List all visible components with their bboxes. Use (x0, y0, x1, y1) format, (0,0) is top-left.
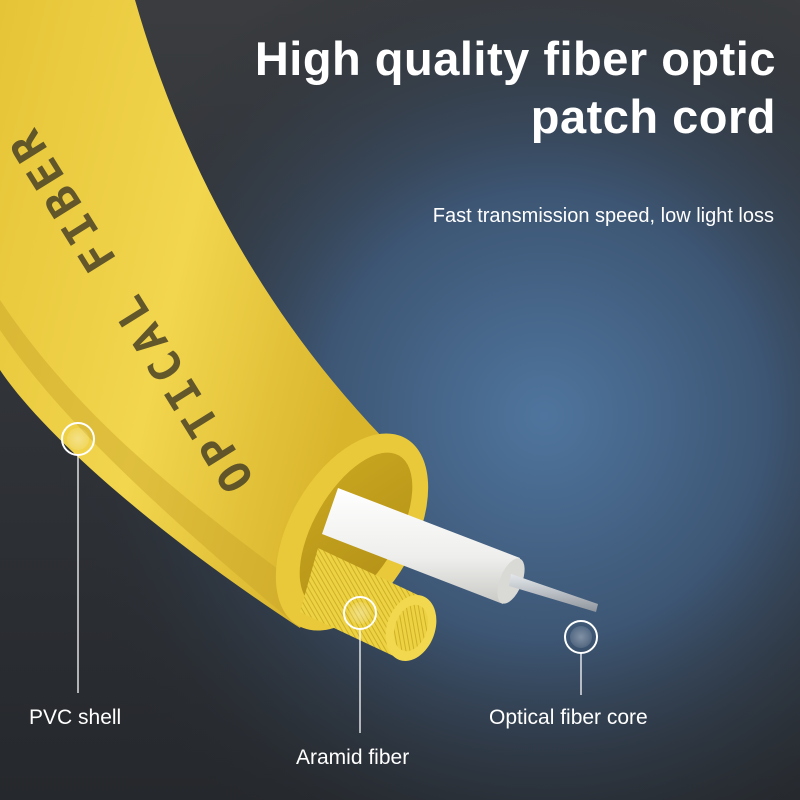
headline-line-1: High quality fiber optic (254, 32, 776, 85)
aramid-marker-icon (343, 596, 377, 630)
pvc-shell-label: PVC shell (29, 706, 122, 729)
cable-jacket (0, 0, 385, 628)
headline: High quality fiber optic patch cord (176, 30, 776, 146)
subtitle: Fast transmission speed, low light loss (432, 205, 774, 227)
headline-line-2: patch cord (530, 90, 776, 143)
callout-markers (61, 422, 598, 654)
pvc-marker-icon (61, 422, 95, 456)
aramid-fiber-label: Aramid fiber (296, 746, 410, 769)
core-marker-icon (564, 620, 598, 654)
optical-fiber-core-label: Optical fiber core (489, 706, 648, 729)
cable-jacket-shadow (0, 300, 320, 628)
callout-lines (77, 455, 582, 733)
glass-fiber (509, 574, 598, 612)
